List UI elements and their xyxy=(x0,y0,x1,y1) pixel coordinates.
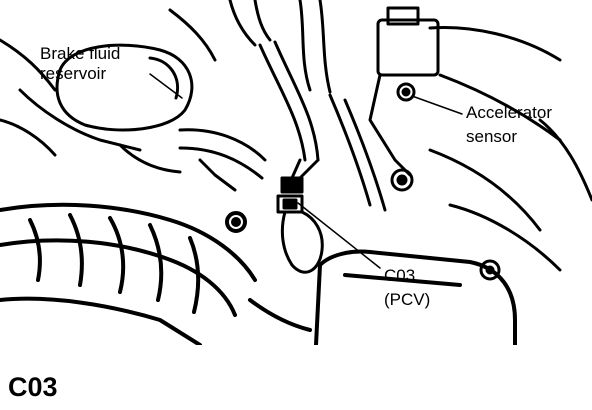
c03-label-line2: (PCV) xyxy=(384,290,431,309)
brake-fluid-label-line2: reservoir xyxy=(40,64,107,83)
pcv-connector xyxy=(276,158,324,274)
brake-fluid-label-line1: Brake fluid xyxy=(40,44,121,63)
air-duct xyxy=(0,202,257,345)
engine-bay-line-drawing xyxy=(0,0,592,345)
figure-caption: C03 xyxy=(8,372,58,402)
brake-fluid-reservoir xyxy=(0,38,194,157)
upper-pipes xyxy=(168,0,332,162)
accelerator-sensor-assembly xyxy=(368,6,562,192)
accelerator-sensor-label-line2: sensor xyxy=(466,127,518,146)
lower-housing xyxy=(248,249,517,345)
c03-label-line1: C03 xyxy=(384,266,416,285)
accelerator-sensor-label-line1: Accelerator xyxy=(466,103,552,122)
center-hoses xyxy=(118,93,387,212)
right-lower-components xyxy=(428,118,592,281)
leader-lines xyxy=(149,73,463,269)
